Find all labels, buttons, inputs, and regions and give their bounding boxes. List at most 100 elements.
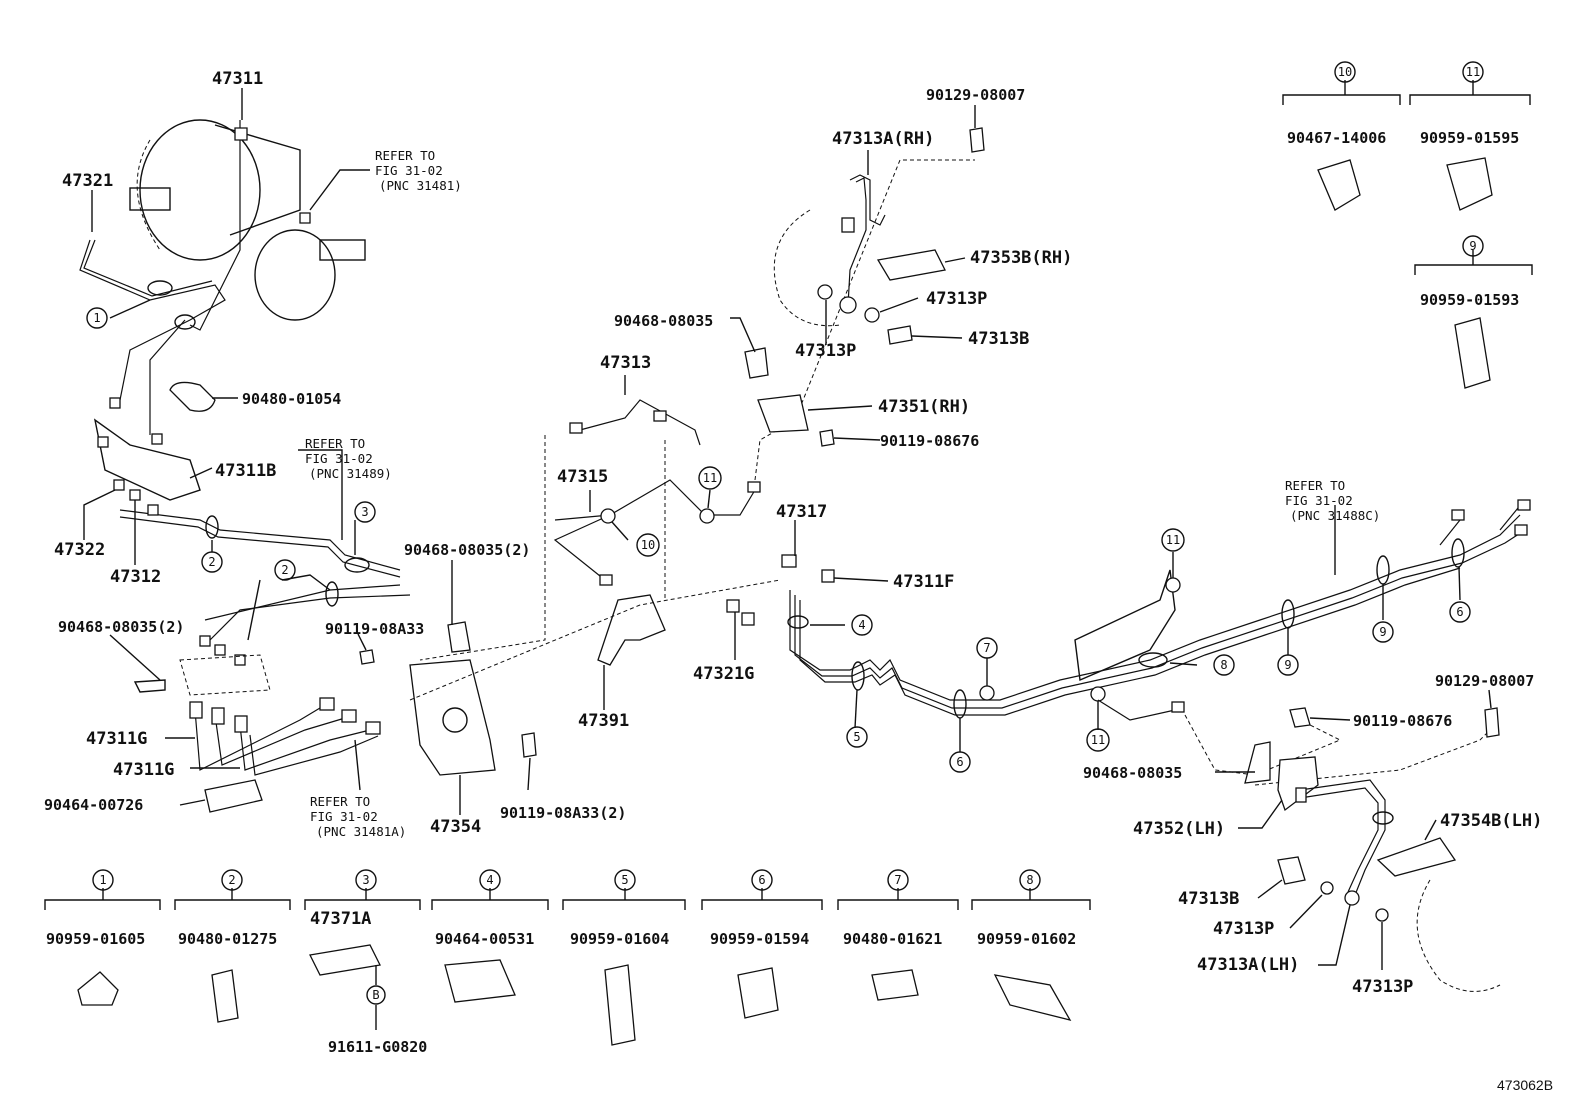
label-90959-01604: 90959-01604 <box>570 930 669 948</box>
label-47321G: 47321G <box>693 664 754 684</box>
joint-block-47311B <box>93 418 411 641</box>
refer-note-1: (PNC 31481) <box>379 178 462 193</box>
refer-note-4: REFER TO <box>1285 478 1345 493</box>
callout-9: 9 <box>1284 658 1291 672</box>
label-47371A: 47371A <box>310 909 371 929</box>
callout-2: 2 <box>228 873 235 887</box>
label-47313B: 47313B <box>968 329 1029 349</box>
label-47313B: 47313B <box>1178 889 1239 909</box>
label-47311G: 47311G <box>86 729 147 749</box>
part-labels: 47311 47321 REFER TO FIG 31-02 (PNC 3148… <box>44 69 1553 1093</box>
label-90959-01602: 90959-01602 <box>977 930 1076 948</box>
clip-plate-90468-08035 <box>133 679 166 693</box>
label-47313: 47313 <box>600 353 651 373</box>
callout-2: 2 <box>281 563 288 577</box>
callout-6: 6 <box>1456 605 1463 619</box>
refer-note-1: FIG 31-02 <box>375 163 443 178</box>
callout-10: 10 <box>641 538 655 552</box>
bracket-47354 <box>409 659 496 776</box>
callout-1: 1 <box>99 873 106 887</box>
label-91611-G0820: 91611-G0820 <box>328 1038 427 1056</box>
label-47311F: 47311F <box>893 572 954 592</box>
callout-8: 8 <box>1220 658 1227 672</box>
rear-lh-brake-area <box>1184 707 1501 992</box>
label-90119-08A33-2: 90119-08A33(2) <box>500 804 626 822</box>
label-90959-01595: 90959-01595 <box>1420 129 1519 147</box>
callout-11: 11 <box>1466 65 1480 79</box>
callout-5: 5 <box>621 873 628 887</box>
tubes-47311G <box>189 697 381 776</box>
refer-note-3: REFER TO <box>310 794 370 809</box>
label-90468-08035: 90468-08035 <box>1083 764 1182 782</box>
label-47313P: 47313P <box>1352 977 1413 997</box>
label-90959-01593: 90959-01593 <box>1420 291 1519 309</box>
label-47311B: 47311B <box>215 461 276 481</box>
label-90959-01605: 90959-01605 <box>46 930 145 948</box>
label-90959-01594: 90959-01594 <box>710 930 809 948</box>
callout-4: 4 <box>858 618 865 632</box>
refer-note-3: (PNC 31481A) <box>316 824 406 839</box>
bracket-47391 <box>597 594 666 666</box>
callouts: 1 2 3 2 11 10 4 5 6 7 8 11 11 9 9 6 10 1… <box>86 61 1484 1005</box>
callout-4: 4 <box>486 873 493 887</box>
rear-rh-brake-area <box>757 127 985 447</box>
grommet-90480-01054 <box>169 381 216 412</box>
label-47354B-LH: 47354B(LH) <box>1440 811 1542 831</box>
tubes-47313-47315 <box>409 159 975 701</box>
callout-8: 8 <box>1026 873 1033 887</box>
label-90468-08035: 90468-08035 <box>614 312 713 330</box>
label-90468-08035-2: 90468-08035(2) <box>404 541 530 559</box>
label-90480-01054: 90480-01054 <box>242 390 341 408</box>
callout-5: 5 <box>853 730 860 744</box>
callout-B: B <box>372 988 379 1002</box>
label-90464-00726: 90464-00726 <box>44 796 143 814</box>
label-90129-08007: 90129-08007 <box>926 86 1025 104</box>
callout-6: 6 <box>956 755 963 769</box>
leader-lines <box>83 88 1492 970</box>
label-47354: 47354 <box>430 817 481 837</box>
refer-note-2: FIG 31-02 <box>305 451 373 466</box>
label-47313P: 47313P <box>926 289 987 309</box>
label-47311G: 47311G <box>113 760 174 780</box>
label-47317: 47317 <box>776 502 827 522</box>
label-90468-08035-2: 90468-08035(2) <box>58 618 184 636</box>
label-90129-08007: 90129-08007 <box>1435 672 1534 690</box>
label-90464-00531: 90464-00531 <box>435 930 534 948</box>
label-90119-08676: 90119-08676 <box>1353 712 1452 730</box>
label-47311: 47311 <box>212 69 263 89</box>
label-47351-RH: 47351(RH) <box>878 397 970 417</box>
clip-90468-08035 <box>447 621 471 653</box>
callout-1: 1 <box>93 311 100 325</box>
callout-3: 3 <box>362 873 369 887</box>
callout-11: 11 <box>1091 733 1105 747</box>
clamp-90464-00726 <box>204 779 263 813</box>
label-47315: 47315 <box>557 467 608 487</box>
callout-6: 6 <box>758 873 765 887</box>
label-90467-14006: 90467-14006 <box>1287 129 1386 147</box>
callout-7: 7 <box>894 873 901 887</box>
callout-2: 2 <box>208 555 215 569</box>
label-47352-LH: 47352(LH) <box>1133 819 1225 839</box>
label-90119-08A33: 90119-08A33 <box>325 620 424 638</box>
label-47312: 47312 <box>110 567 161 587</box>
label-47353B-RH: 47353B(RH) <box>970 248 1072 268</box>
refer-note-3: FIG 31-02 <box>310 809 378 824</box>
label-47391: 47391 <box>578 711 629 731</box>
callout-9: 9 <box>1379 625 1386 639</box>
callout-7: 7 <box>983 641 990 655</box>
refer-note-4: (PNC 31488C) <box>1290 508 1380 523</box>
callout-3: 3 <box>361 505 368 519</box>
callout-10: 10 <box>1338 65 1352 79</box>
clips-top-right <box>1282 80 1533 389</box>
main-brake-tubes <box>726 499 1531 721</box>
refer-note-1: REFER TO <box>375 148 435 163</box>
callout-11: 11 <box>1166 533 1180 547</box>
label-47322: 47322 <box>54 540 105 560</box>
label-90480-01621: 90480-01621 <box>843 930 942 948</box>
refer-note-2: REFER TO <box>305 436 365 451</box>
refer-note-4: FIG 31-02 <box>1285 493 1353 508</box>
brake-booster-illustration <box>79 119 366 435</box>
flare-nuts-left <box>97 397 246 666</box>
label-47313A-RH: 47313A(RH) <box>832 129 934 149</box>
